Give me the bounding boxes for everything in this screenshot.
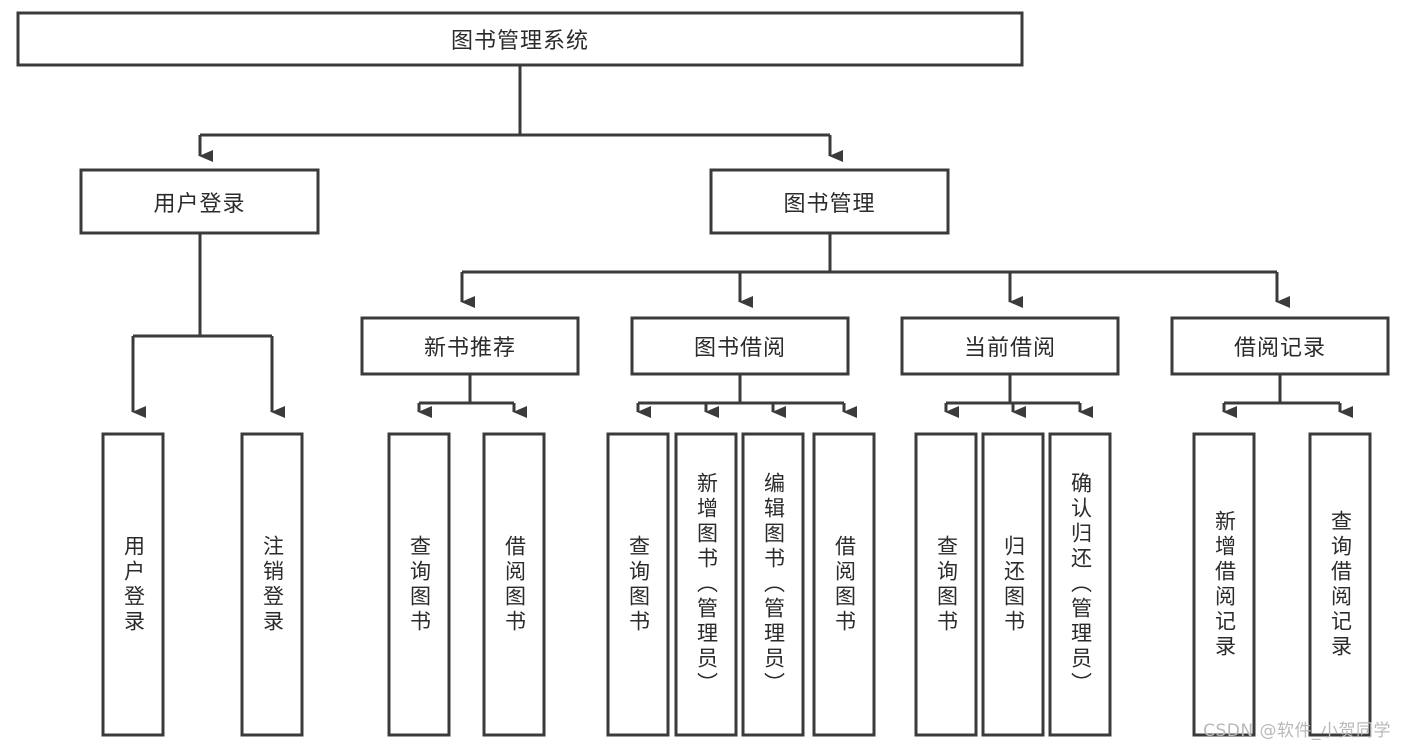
node-box-current-borrow[interactable]	[900, 316, 1120, 376]
node-box-leaf-confirm-return[interactable]	[1048, 432, 1112, 737]
node-box-new-book-recommend[interactable]	[360, 316, 580, 376]
edge-group-new-book-recommend	[417, 374, 527, 418]
node-box-book-borrow[interactable]	[630, 316, 850, 376]
node-box-leaf-query-book-1[interactable]	[387, 432, 451, 737]
edge-group-root	[198, 65, 843, 162]
edge-group-book-management	[460, 233, 1290, 308]
node-box-leaf-borrow-book-1[interactable]	[482, 432, 546, 737]
node-box-leaf-query-record[interactable]	[1308, 432, 1372, 737]
node-box-leaf-add-book[interactable]	[674, 432, 738, 737]
node-box-leaf-query-book-3[interactable]	[914, 432, 978, 737]
node-box-leaf-edit-book[interactable]	[741, 432, 805, 737]
edge-group-book-borrow	[636, 374, 857, 418]
watermark-text: CSDN @软件_小贺同学	[1203, 721, 1391, 741]
edge-group-user-login	[131, 233, 285, 418]
node-box-borrow-record[interactable]	[1170, 316, 1390, 376]
node-box-root[interactable]	[16, 11, 1024, 67]
node-box-leaf-borrow-book-2[interactable]	[812, 432, 876, 737]
node-box-user-login[interactable]	[79, 168, 320, 235]
node-box-leaf-return-book[interactable]	[981, 432, 1045, 737]
node-box-leaf-add-record[interactable]	[1192, 432, 1256, 737]
node-box-book-management[interactable]	[709, 168, 950, 235]
edge-group-borrow-record	[1222, 374, 1353, 418]
node-box-leaf-query-book-2[interactable]	[606, 432, 670, 737]
node-box-leaf-logout-login[interactable]	[240, 432, 304, 737]
edge-group-current-borrow	[944, 374, 1093, 418]
node-box-leaf-user-login[interactable]	[101, 432, 165, 737]
